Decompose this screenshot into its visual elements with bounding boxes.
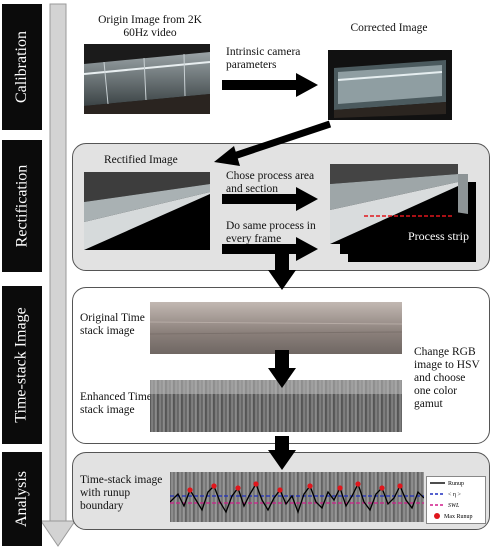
arrow-right-calibration (222, 73, 318, 97)
stage-timestack: Time-stack Image (2, 286, 42, 444)
runup-image-label: Time-stack image with runup boundary (80, 474, 163, 512)
arrow-right-repeat (222, 237, 318, 261)
arrow-diagonal-head (214, 146, 240, 166)
hsv-change-label: Change RGB image to HSV and choose one c… (414, 346, 480, 410)
intrinsic-parameters-label: Intrinsic camera parameters (226, 46, 301, 71)
legend-max-runup: Max Runup (444, 514, 473, 520)
corrected-image (328, 50, 452, 120)
legend-swl: SWL (448, 503, 460, 509)
stage-analysis: Analysis (2, 452, 42, 546)
legend-runup: Runup (448, 481, 464, 487)
enhanced-timestack-image (150, 380, 402, 432)
origin-image (84, 44, 210, 114)
analysis-legend: Runup < η > SWL Max Runup (426, 476, 486, 524)
stage-rectification: Rectification (2, 140, 42, 272)
legend-eta: < η > (448, 492, 462, 498)
origin-image-label: Origin Image from 2K 60Hz video (98, 14, 202, 39)
corrected-image-label: Corrected Image (350, 22, 428, 34)
stage-calibration: Calibration (2, 4, 42, 130)
original-timestack-image (150, 302, 402, 354)
process-strip-image (330, 164, 458, 244)
arrow-right-choose (222, 187, 318, 211)
enhanced-timestack-label: Enhanced Time-stack image (80, 391, 156, 416)
runup-timestack-image (170, 472, 424, 522)
same-process-label: Do same process in every frame (226, 220, 316, 245)
arrow-down-to-timestack (268, 252, 296, 290)
rectified-image (84, 172, 210, 250)
arrow-down-to-analysis (268, 436, 296, 470)
rectified-image-label: Rectified Image (104, 154, 178, 166)
arrow-down-to-enhanced (268, 350, 296, 388)
process-strip-label: Process strip (408, 229, 469, 243)
original-timestack-label: Original Time stack image (80, 312, 145, 337)
choose-area-label: Chose process area and section (226, 170, 315, 195)
arrow-diagonal-line (226, 120, 332, 162)
